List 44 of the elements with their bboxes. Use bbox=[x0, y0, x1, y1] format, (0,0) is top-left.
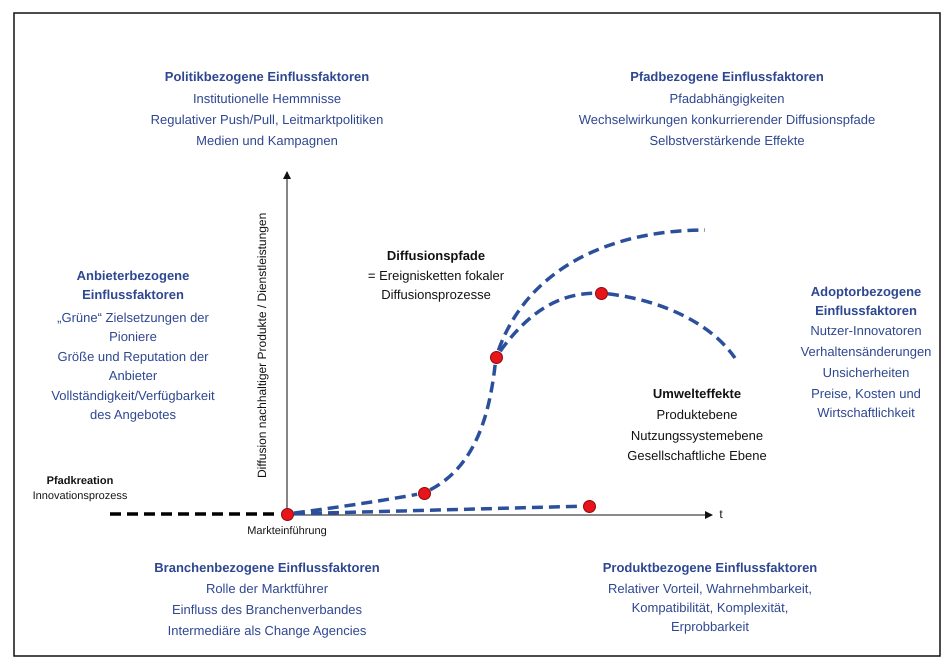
factor-text: Relativer Vorteil, Wahrnehmbarkeit, Kompatibilität, Komplexität, Erprobbarkeit bbox=[607, 580, 813, 636]
factor-text: Größe und Reputation der Anbieter bbox=[56, 348, 210, 385]
event-dot bbox=[280, 508, 294, 520]
effect-text: Nutzungssystemebene bbox=[630, 427, 764, 445]
factor-text: Medien und Kampagnen bbox=[195, 132, 339, 150]
axis-label: Diffusion nachhaltiger Produkte / Dienstleistungen bbox=[254, 211, 270, 480]
factor-text: Rolle der Marktführer bbox=[204, 580, 330, 598]
factor-text: Pfadabhängigkeiten bbox=[668, 90, 786, 108]
factor-text: Einfluss des Branchenverbandes bbox=[170, 601, 364, 619]
heading-text: Umwelteffekte bbox=[652, 385, 742, 403]
event-dot bbox=[582, 500, 596, 512]
heading-text: Diffusionspfade bbox=[386, 247, 486, 265]
dashed-curve bbox=[608, 292, 736, 360]
group-heading: Branchenbezogene Einflussfaktoren bbox=[153, 559, 381, 577]
factor-text: Preise, Kosten und Wirtschaftlichkeit bbox=[810, 385, 922, 422]
factor-text: Wechselwirkungen konkurrierender Diffusionspfade bbox=[578, 111, 876, 129]
factor-text: Unsicherheiten bbox=[822, 364, 910, 382]
factor-text: Vollständigkeit/Verfügbarkeit des Angebotes bbox=[50, 387, 216, 424]
event-dot bbox=[490, 350, 502, 364]
factor-text: Institutionelle Hemmnisse bbox=[192, 90, 342, 108]
point-label: Markteinführung bbox=[246, 524, 328, 539]
factor-text: Verhaltensänderungen bbox=[800, 343, 932, 361]
axis-label: t bbox=[718, 506, 724, 523]
dashed-curve bbox=[498, 291, 594, 352]
phase-label: Innovationsprozess bbox=[32, 489, 128, 504]
group-heading: Adoptorbezogene Einflussfaktoren bbox=[810, 283, 922, 320]
factor-text: Nutzer-Innovatoren bbox=[809, 322, 923, 340]
effect-text: Produktebene bbox=[656, 406, 738, 424]
factor-text: Regulativer Push/Pull, Leitmarktpolitiken bbox=[150, 111, 384, 129]
description-text: = Ereignisketten fokaler Diffusionsprozesse bbox=[366, 267, 506, 304]
group-heading: Politikbezogene Einflussfaktoren bbox=[164, 68, 370, 86]
group-heading: Pfadbezogene Einflussfaktoren bbox=[629, 68, 825, 86]
dashed-curve bbox=[429, 364, 497, 492]
group-heading: Produktbezogene Einflussfaktoren bbox=[602, 559, 818, 577]
phase-label: Pfadkreation bbox=[46, 474, 114, 489]
effect-text: Gesellschaftliche Ebene bbox=[626, 447, 768, 465]
dashed-curve bbox=[294, 492, 418, 515]
event-dot bbox=[594, 286, 608, 300]
group-heading: Anbieterbezogene Einflussfaktoren bbox=[76, 267, 190, 304]
factor-text: Intermediäre als Change Agencies bbox=[166, 622, 368, 640]
dashed-curve bbox=[496, 228, 706, 352]
factor-text: Selbstverstärkende Effekte bbox=[648, 132, 806, 150]
factor-text: „Grüne“ Zielsetzungen der Pioniere bbox=[56, 309, 210, 346]
event-dot bbox=[418, 486, 430, 500]
